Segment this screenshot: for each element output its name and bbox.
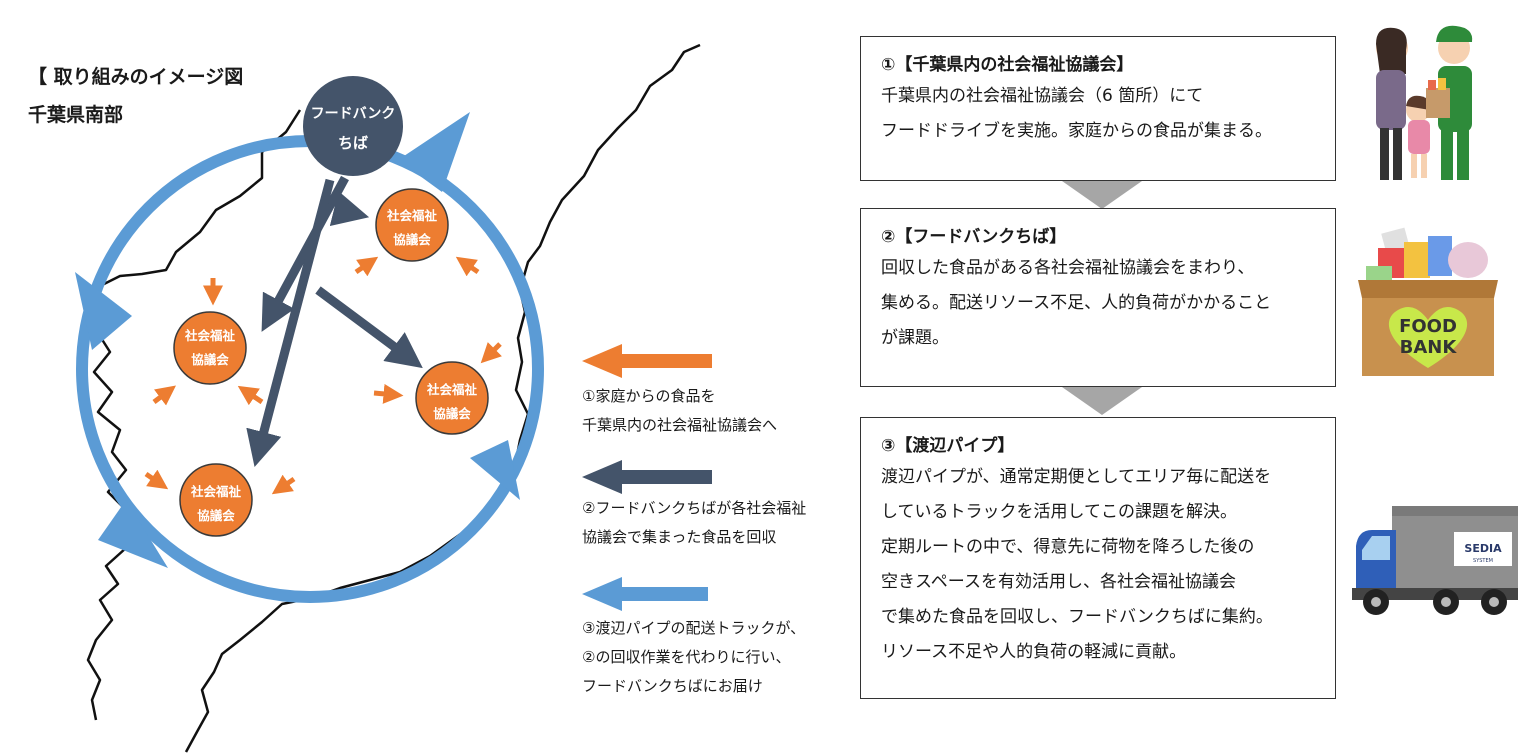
step-3-body: 渡辺パイプが、通常定期便としてエリア毎に配送を しているトラックを活用してこの課… — [881, 467, 1273, 662]
svg-text:社会福祉: 社会福祉 — [184, 328, 236, 343]
loop-arrowhead — [75, 272, 132, 350]
collection-arrow — [329, 191, 370, 227]
council-node: 社会福祉 協議会 — [179, 463, 253, 537]
legend-arrow-orange — [582, 344, 712, 378]
truck-brand: SEDIA — [1464, 542, 1502, 555]
step-2-body: 回収した食品がある各社会福祉協議会をまわり、 集める。配送リソース不足、人的負荷… — [881, 258, 1272, 348]
truck-brand-sub: SYSTEM — [1473, 558, 1493, 564]
council-node: 社会福祉 協議会 — [173, 311, 247, 385]
food-bank-chiba-node: フードバンク ちば — [303, 76, 403, 176]
step-box-3: ③【渡辺パイプ】 渡辺パイプが、通常定期便としてエリア毎に配送を しているトラッ… — [860, 417, 1336, 699]
svg-text:社会福祉: 社会福祉 — [386, 208, 438, 223]
delivery-truck-illustration: SEDIA SYSTEM — [1352, 506, 1518, 615]
food-bank-text-line2: BANK — [1400, 337, 1458, 358]
svg-text:社会福祉: 社会福祉 — [426, 382, 478, 397]
legend-text-2: ②フードバンクちばが各社会福祉 協議会で集まった食品を回収 — [582, 499, 807, 546]
collection-arrow — [246, 178, 335, 468]
legend-arrow-blue — [582, 577, 708, 611]
flow-down-arrow — [1062, 181, 1142, 209]
svg-text:協議会: 協議会 — [393, 232, 431, 247]
loop-arrowhead — [98, 500, 168, 568]
diagram-title: 【 取り組みのイメージ図 — [28, 66, 244, 88]
hub-label-line2: ちば — [338, 134, 368, 152]
food-bank-text-line1: FOOD — [1399, 316, 1457, 337]
step-3-heading: ③【渡辺パイプ】 — [881, 436, 1015, 456]
family-donation-illustration — [1376, 25, 1473, 180]
flow-down-arrow — [1062, 387, 1142, 415]
svg-text:社会福祉: 社会福祉 — [190, 484, 242, 499]
step-box-1: ①【千葉県内の社会福祉協議会】 千葉県内の社会福祉協議会（6 箇所）にて フード… — [860, 36, 1336, 181]
step-1-heading: ①【千葉県内の社会福祉協議会】 — [881, 55, 1134, 75]
svg-text:協議会: 協議会 — [191, 352, 229, 367]
council-node: 社会福祉 協議会 — [415, 361, 489, 435]
food-bank-box-illustration: FOOD BANK — [1358, 227, 1498, 376]
coastline — [86, 43, 701, 753]
chiba-map-diagram: フードバンク ちば 社会福祉 協議会 社会福祉 協議会 社会福祉 協議会 社会福… — [75, 43, 712, 753]
donation-arrows — [144, 256, 502, 495]
collection-arrow — [315, 286, 423, 369]
loop-arrowhead — [470, 440, 520, 500]
legend-text-1: ①家庭からの食品を 千葉県内の社会福祉協議会へ — [582, 387, 778, 434]
loop-arrowhead — [398, 112, 470, 192]
diagram-subtitle: 千葉県南部 — [28, 104, 124, 126]
hub-label-line1: フードバンク — [311, 106, 396, 122]
step-2-heading: ②【フードバンクちば】 — [881, 227, 1067, 247]
step-1-body: 千葉県内の社会福祉協議会（6 箇所）にて フードドライブを実施。家庭からの食品が… — [881, 86, 1272, 141]
legend-text-3: ③渡辺パイプの配送トラックが、 ②の回収作業を代わりに行い、 フードバンクちばに… — [582, 619, 806, 695]
council-node: 社会福祉 協議会 — [375, 188, 449, 262]
svg-text:協議会: 協議会 — [197, 508, 235, 523]
svg-text:協議会: 協議会 — [433, 406, 471, 421]
legend-arrow-navy — [582, 460, 712, 494]
step-box-2: ②【フードバンクちば】 回収した食品がある各社会福祉協議会をまわり、 集める。配… — [860, 208, 1336, 387]
